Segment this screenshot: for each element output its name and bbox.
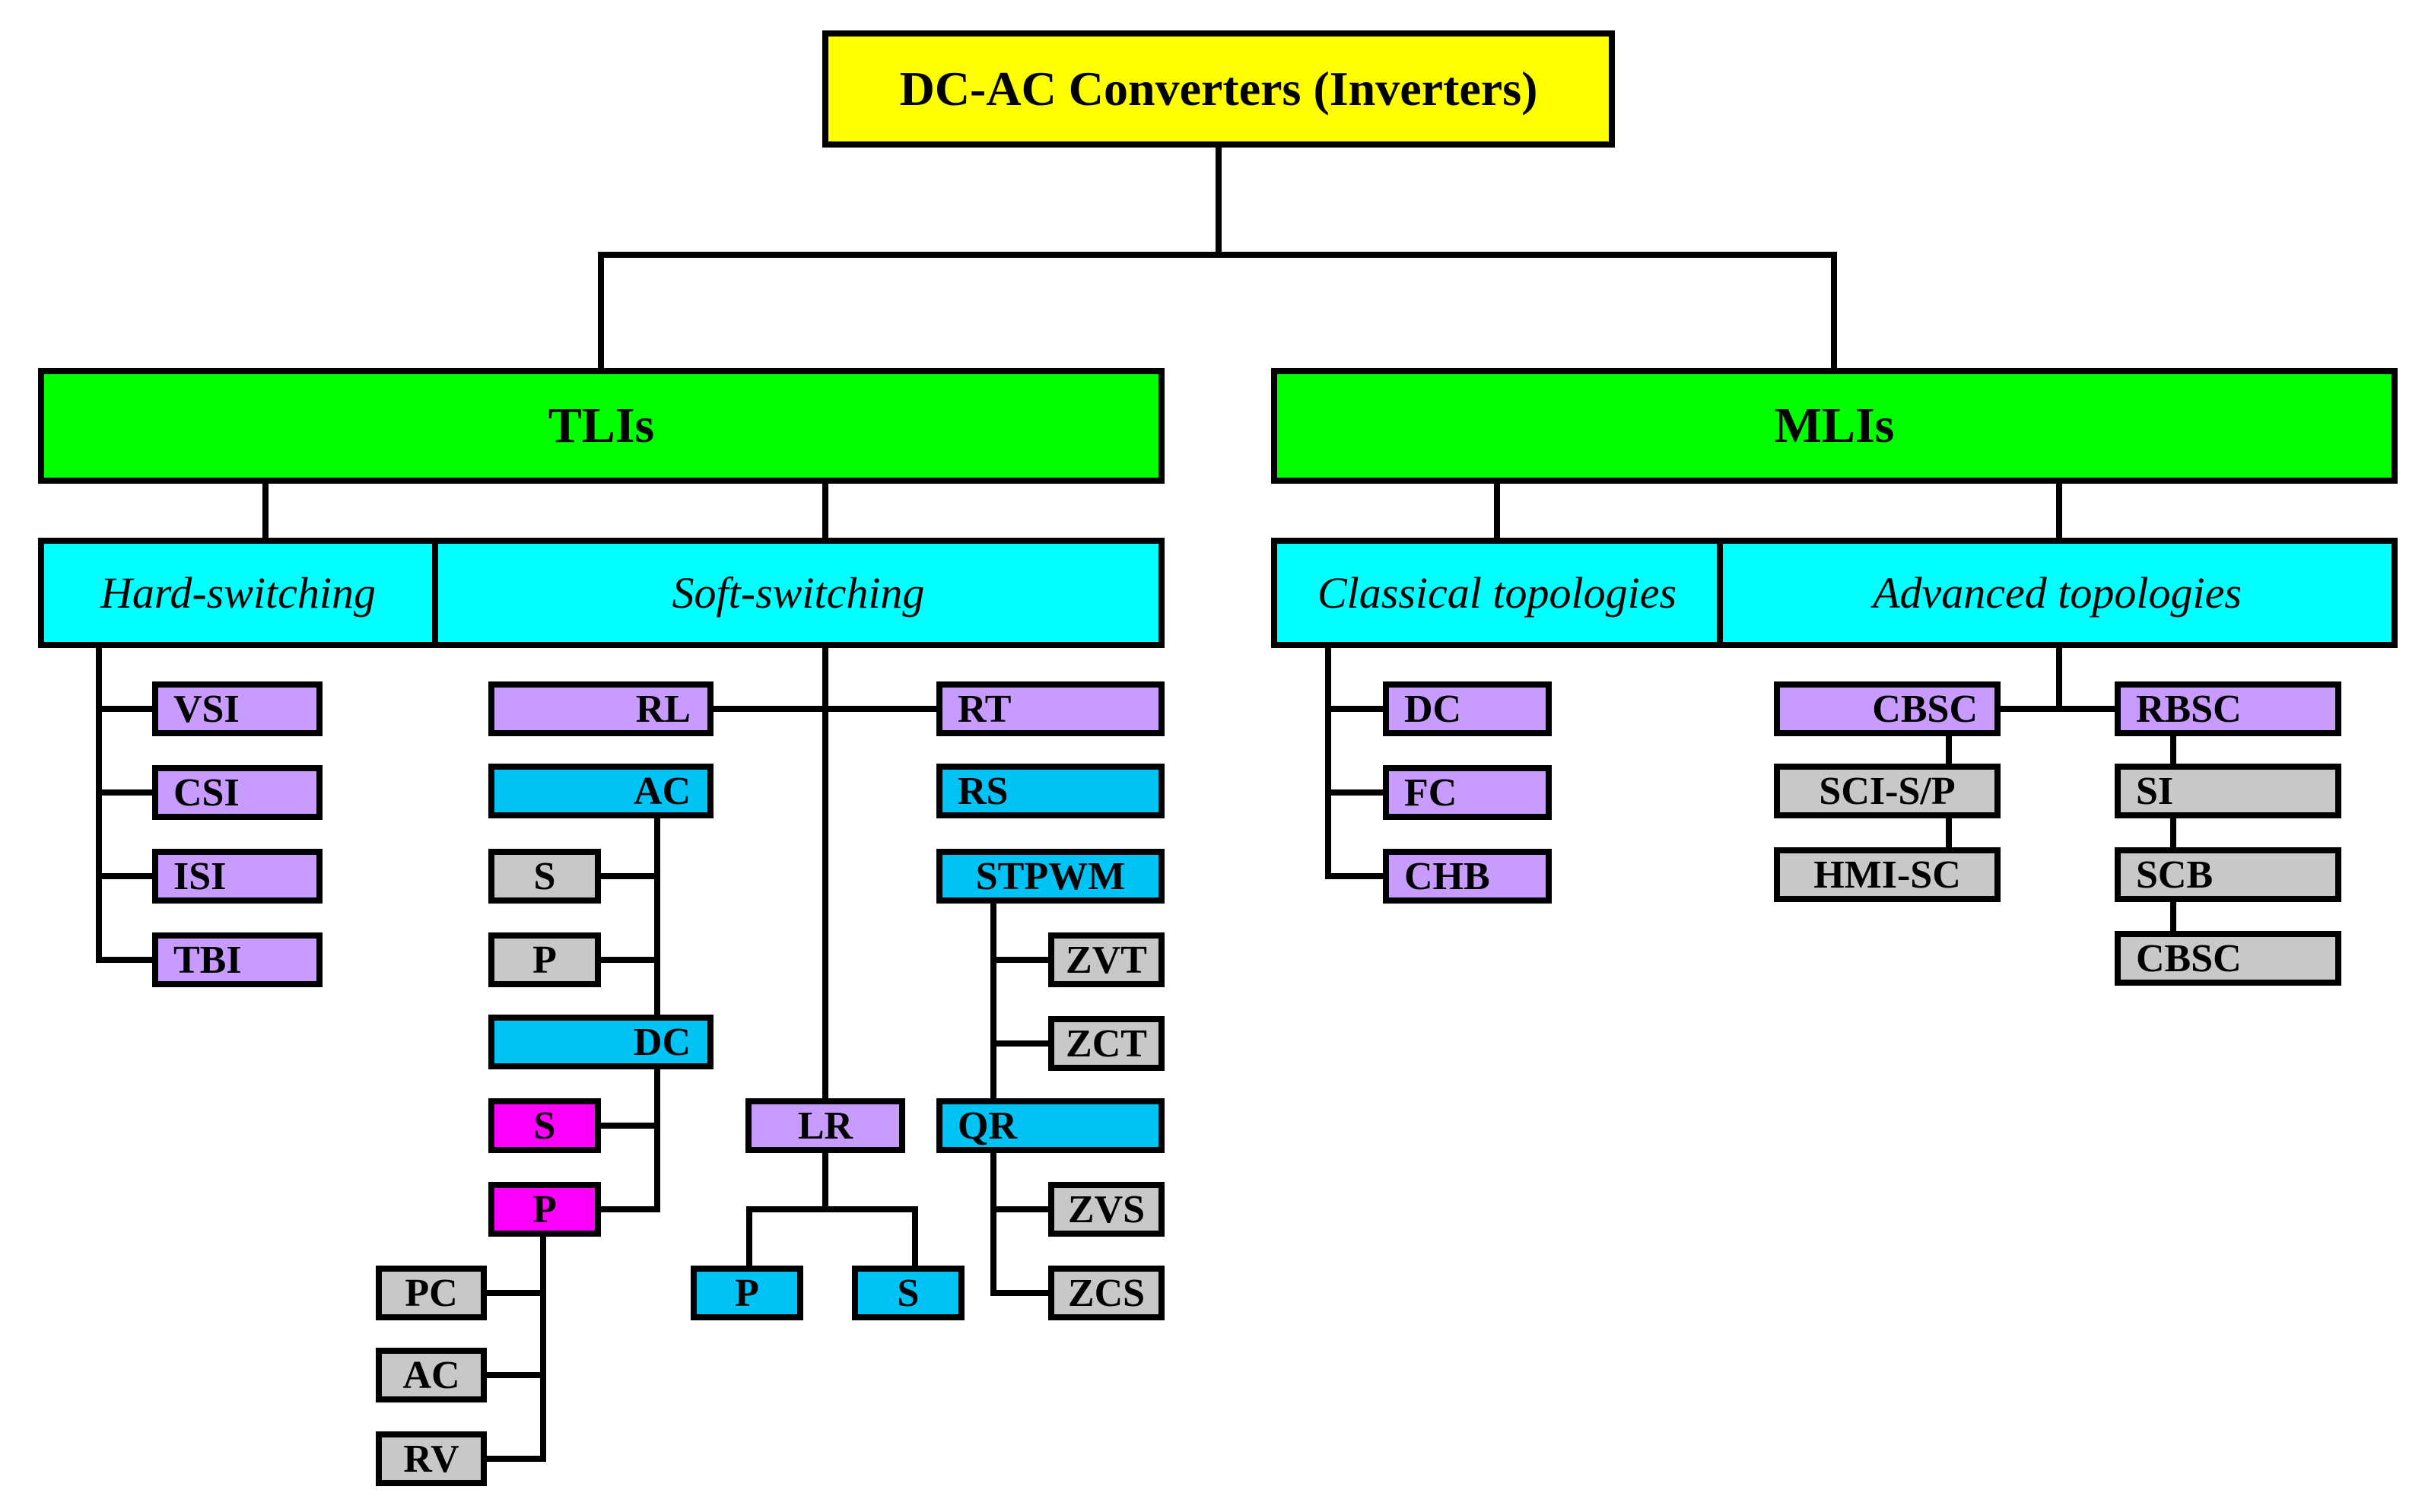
rl-ac-item-p: P xyxy=(488,932,601,987)
root-node: DC-AC Converters (Inverters) xyxy=(822,30,1615,148)
rt-qr-item-zcs: ZCS xyxy=(1048,1266,1165,1320)
lr-item-s: S xyxy=(852,1266,965,1320)
rl-ac-node: AC xyxy=(488,764,714,818)
hard-switching-item-isi: ISI xyxy=(152,849,323,904)
hard-switching-item-vsi: VSI xyxy=(152,681,323,736)
rt-rs-node: RS xyxy=(936,764,1165,818)
advanced-rbsc-item-cbsc: CBSC xyxy=(2115,931,2341,986)
advanced-rbsc-item-si: SI xyxy=(2115,764,2341,818)
advanced-cbsc-item-sci-sp: SCI-S/P xyxy=(1774,764,2001,818)
advanced-cbsc-node: CBSC xyxy=(1774,681,2001,736)
hard-switching-item-tbi: TBI xyxy=(152,932,323,987)
rl-dc-item-p: P xyxy=(488,1182,601,1237)
rl-dc-p-item-rv: RV xyxy=(376,1431,487,1486)
hard-switching-item-csi: CSI xyxy=(152,765,323,820)
rt-stpwm-item-zvt: ZVT xyxy=(1048,932,1165,987)
rt-qr-node: QR xyxy=(936,1098,1165,1153)
rl-dc-p-item-pc: PC xyxy=(376,1266,487,1320)
classical-topologies-node: Classical topologies xyxy=(1271,538,1723,648)
classical-item-chb: CHB xyxy=(1383,849,1552,904)
rl-dc-p-item-ac: AC xyxy=(376,1348,487,1402)
advanced-cbsc-item-hmi-sc: HMI-SC xyxy=(1774,847,2001,902)
tlis-node: TLIs xyxy=(38,368,1165,484)
advanced-rbsc-item-scb: SCB xyxy=(2115,847,2341,902)
classical-item-dc: DC xyxy=(1383,681,1552,736)
rt-stpwm-item-zct: ZCT xyxy=(1048,1016,1165,1071)
lr-item-p: P xyxy=(691,1266,803,1320)
soft-switching-node: Soft-switching xyxy=(432,538,1165,648)
rt-qr-item-zvs: ZVS xyxy=(1048,1182,1165,1237)
lr-node: LR xyxy=(745,1098,905,1153)
rl-node: RL xyxy=(488,681,714,736)
advanced-topologies-node: Advanced topologies xyxy=(1717,538,2398,648)
mlis-node: MLIs xyxy=(1271,368,2398,484)
rt-stpwm-node: STPWM xyxy=(936,849,1165,904)
classical-item-fc: FC xyxy=(1383,765,1552,820)
hard-switching-node: Hard-switching xyxy=(38,538,438,648)
rt-node: RT xyxy=(936,681,1165,736)
rl-dc-item-s: S xyxy=(488,1098,601,1153)
rl-dc-node: DC xyxy=(488,1015,714,1069)
rl-ac-item-s: S xyxy=(488,849,601,904)
advanced-rbsc-node: RBSC xyxy=(2115,681,2341,736)
